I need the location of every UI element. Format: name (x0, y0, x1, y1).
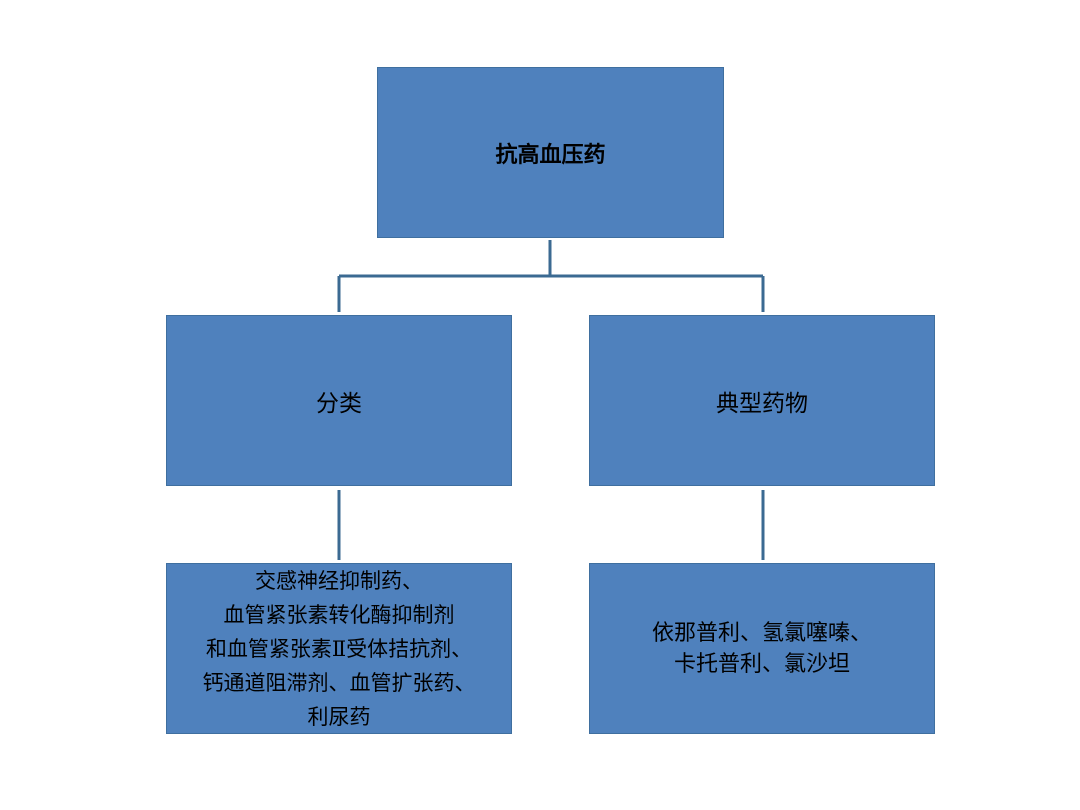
classification-detail-node: 交感神经抑制药、 血管紧张素转化酶抑制剂 和血管紧张素Ⅱ受体拮抗剂、 钙通道阻滞… (166, 563, 512, 734)
root-node-antihypertensive-drugs: 抗高血压药 (377, 67, 724, 238)
typical-drugs-node: 典型药物 (589, 315, 935, 486)
classification-detail-text: 交感神经抑制药、 血管紧张素转化酶抑制剂 和血管紧张素Ⅱ受体拮抗剂、 钙通道阻滞… (202, 568, 476, 729)
typical-drugs-detail-node: 依那普利、氢氯噻嗪、 卡托普利、氯沙坦 (589, 563, 935, 734)
root-node-label: 抗高血压药 (495, 141, 606, 168)
typical-drugs-node-label: 典型药物 (716, 390, 808, 417)
classification-node: 分类 (166, 315, 512, 486)
classification-node-label: 分类 (316, 390, 362, 417)
typical-drugs-detail-text: 依那普利、氢氯噻嗪、 卡托普利、氯沙坦 (651, 620, 872, 677)
